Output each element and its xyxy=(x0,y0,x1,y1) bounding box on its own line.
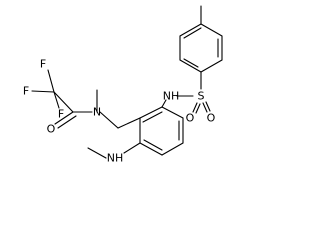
ring-b-bond-6 xyxy=(200,59,223,73)
ring-a-bond-2 xyxy=(161,106,184,119)
bond-ring-nh xyxy=(161,99,167,108)
bond-s-o-left-2 xyxy=(195,103,201,114)
bonds xyxy=(31,5,223,159)
bond-s-o-left-1 xyxy=(192,102,198,113)
atom-labels: F F F O N NH S O O NH xyxy=(23,58,216,165)
ring-b-bond-1-inner xyxy=(183,58,199,68)
bond-carbonyl-o-1 xyxy=(54,111,74,125)
ring-a-bond-4 xyxy=(161,142,184,156)
atom-n-amide: N xyxy=(93,106,101,119)
ring-a-bond-5 xyxy=(139,142,163,156)
atom-f-bottom: F xyxy=(58,108,64,121)
ring-a-bond-5-inner xyxy=(143,139,163,151)
bond-n-ch2 xyxy=(99,111,119,129)
bond-carbonyl-o-2 xyxy=(57,115,77,129)
bond-ring-nh-lower xyxy=(123,142,141,154)
ring-a-bond-1 xyxy=(139,106,163,119)
bond-ch2-ring xyxy=(117,117,141,129)
atom-s: S xyxy=(198,90,205,103)
bond-c-f-top xyxy=(47,69,55,93)
bond-c-f-bottom xyxy=(53,91,60,109)
atom-nh-sulfonamide: NH xyxy=(163,90,180,103)
atom-o-sulfonyl-right: O xyxy=(207,112,216,125)
atom-nh-methylamino: NH xyxy=(107,152,124,165)
ring-a-bond-1-inner xyxy=(142,111,163,123)
ring-b-bond-3-inner xyxy=(183,27,202,39)
ring-b-bond-3 xyxy=(179,23,202,37)
bond-s-o-right-1 xyxy=(202,102,208,113)
ring-b-bond-1 xyxy=(179,59,202,73)
bond-cf3-carbonyl xyxy=(53,91,74,113)
atom-o-sulfonyl-left: O xyxy=(186,112,195,125)
chemical-structure-diagram: F F F O N NH S O O NH xyxy=(23,5,223,165)
atom-f-top: F xyxy=(40,58,46,71)
bond-s-o-right-2 xyxy=(205,101,211,112)
atom-o-carbonyl: O xyxy=(47,123,56,136)
bond-nh-methyl-lower xyxy=(87,147,107,159)
ring-b-bond-4 xyxy=(200,23,223,37)
bond-c-f-left xyxy=(31,90,55,93)
atom-f-left: F xyxy=(23,85,29,98)
